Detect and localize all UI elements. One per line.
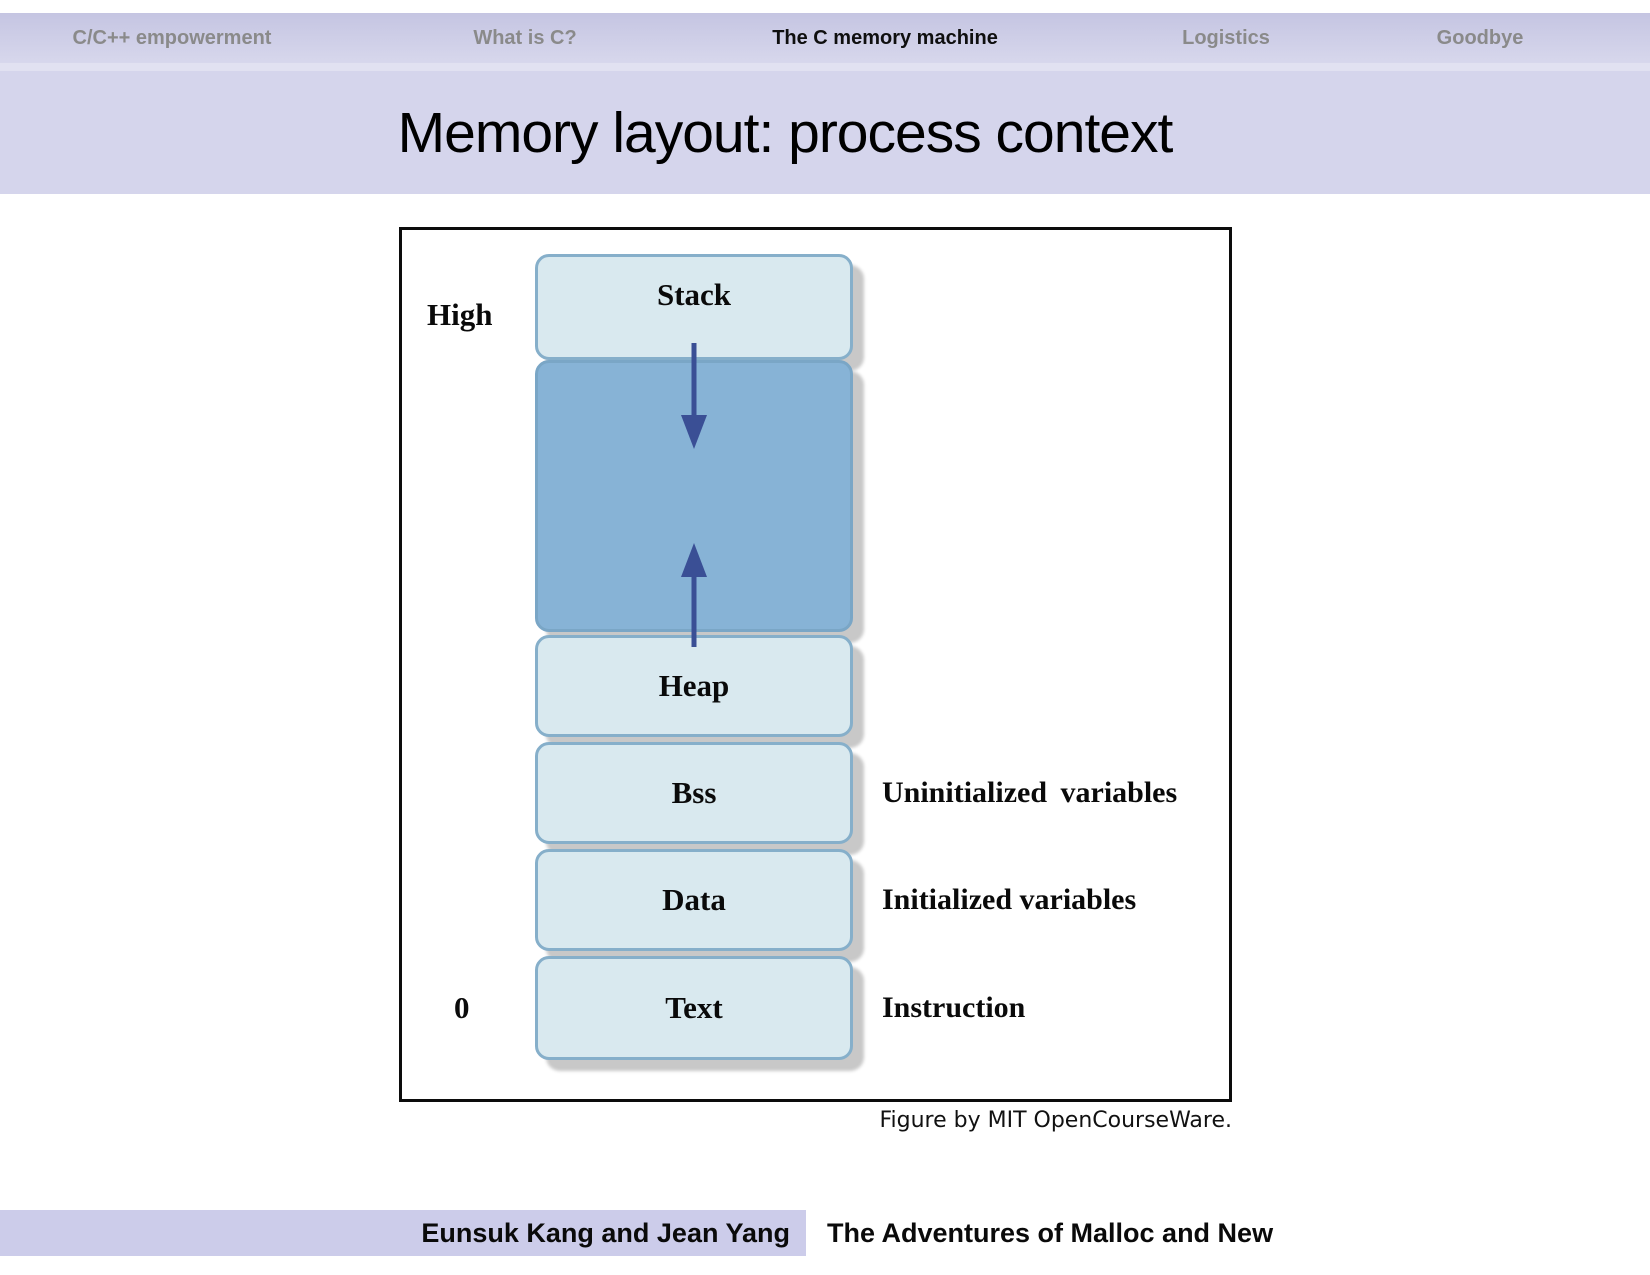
bss-annotation: Uninitialized variables [882,776,1178,809]
nav-section-logistics[interactable]: Logistics [1182,27,1270,49]
text-annotation: Instruction [882,991,1026,1024]
bss-block: Bss [535,742,853,844]
text-block: Text [535,956,853,1060]
heap-block-label: Heap [658,668,730,703]
memory-layout-figure: High 0 Stack Heap Bss Data Text [399,227,1232,1102]
footer-talk-title: The Adventures of Malloc and New [827,1217,1274,1248]
zero-address-label: 0 [454,990,470,1025]
data-block: Data [535,849,853,951]
high-address-label: High [427,297,493,332]
nav-section-goodbye[interactable]: Goodbye [1436,27,1524,49]
bss-block-label: Bss [671,775,717,810]
footer-talk-title-bar: The Adventures of Malloc and New [806,1210,1650,1256]
figure-caption: Figure by MIT OpenCourseWare. [879,1108,1232,1133]
slide-title: Memory layout: process context [397,100,1174,165]
section-navbar: C/C++ empowerment What is C? The C memor… [0,13,1650,71]
stack-block: Stack [535,254,853,360]
text-block-label: Text [665,990,723,1025]
heap-block: Heap [535,635,853,737]
footer-authors: Eunsuk Kang and Jean Yang [421,1217,790,1248]
nav-section-c-memory-machine[interactable]: The C memory machine [772,27,998,49]
nav-section-what-is-c[interactable]: What is C? [473,27,577,49]
stack-block-label: Stack [656,277,732,312]
growth-region-block [535,360,853,632]
data-block-label: Data [662,882,726,917]
data-annotation: Initialized variables [882,883,1137,916]
nav-section-c-cpp-empowerment[interactable]: C/C++ empowerment [72,27,272,49]
footer-authors-bar: Eunsuk Kang and Jean Yang [0,1210,806,1256]
slide-title-banner: Memory layout: process context [0,71,1650,194]
